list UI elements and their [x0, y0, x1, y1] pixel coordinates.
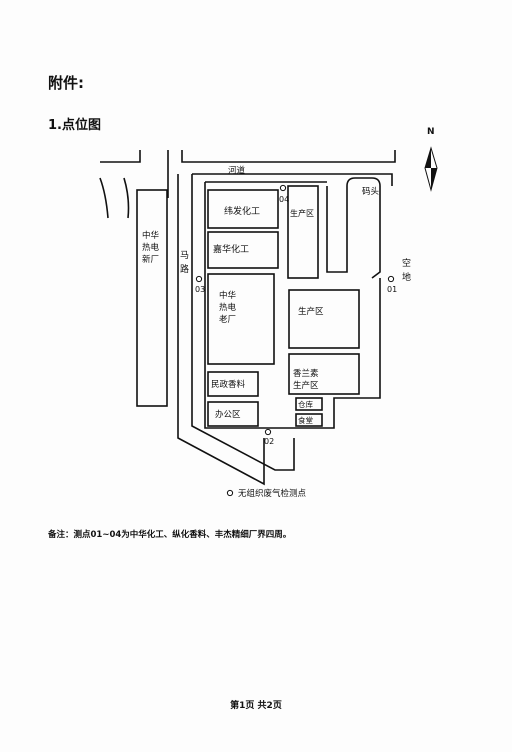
legend-marker	[226, 489, 234, 497]
north-arrow-icon	[424, 146, 438, 192]
point-02-label: 02	[264, 437, 274, 446]
warehouse-building	[295, 397, 323, 411]
weifa-label: 纬发化工	[224, 205, 260, 217]
minzheng-building	[207, 371, 259, 397]
old-plant-label-1: 中华	[219, 290, 237, 301]
section-title: 1.点位图	[48, 118, 101, 133]
new-plant-label-2: 热电	[142, 242, 160, 253]
production-area-1	[287, 185, 319, 279]
weifa-building	[207, 189, 279, 229]
river-label: 河道	[228, 165, 246, 176]
point-01-marker	[387, 275, 395, 283]
canteen-label: 食堂	[298, 415, 313, 425]
dock-label: 码头	[362, 186, 380, 197]
new-plant-label-1: 中华	[142, 230, 160, 241]
production-2-label: 生产区	[298, 306, 324, 317]
minzheng-label: 民政香料	[211, 379, 246, 390]
old-plant-building	[207, 273, 275, 365]
office-label: 办公区	[215, 409, 241, 420]
old-plant-label-2: 热电	[219, 302, 237, 313]
canteen-building	[295, 413, 323, 427]
warehouse-label: 仓库	[298, 399, 313, 409]
legend-label: 无组织废气检测点	[238, 488, 307, 499]
xianglansu-label-2: 生产区	[293, 380, 319, 391]
point-04-label: 04	[279, 195, 289, 204]
page-footer: 第1页 共2页	[230, 701, 282, 711]
attachment-label: 附件:	[48, 74, 84, 92]
open-land-label-2: 地	[402, 271, 411, 283]
road-label-2: 路	[180, 263, 189, 275]
xianglansu-building	[288, 353, 360, 395]
point-03-label: 03	[195, 285, 205, 294]
new-plant-building	[136, 189, 168, 407]
road-label-1: 马	[180, 250, 189, 261]
office-building	[207, 401, 259, 427]
production-1-label: 生产区	[290, 208, 314, 218]
new-plant-label-3: 新厂	[142, 254, 159, 265]
point-03-marker	[195, 275, 203, 283]
north-label: N	[427, 127, 435, 137]
production-area-2	[288, 289, 360, 349]
point-02-marker	[264, 428, 272, 436]
open-land-label-1: 空	[402, 257, 411, 269]
jiahua-building	[207, 231, 279, 269]
point-04-marker	[279, 184, 287, 192]
old-plant-label-3: 老厂	[219, 314, 236, 325]
jiahua-label: 嘉华化工	[213, 243, 249, 255]
note-text: 备注：测点01~04为中华化工、纵化香料、丰杰精细厂界四周。	[48, 530, 292, 540]
point-01-label: 01	[387, 285, 397, 294]
xianglansu-label-1: 香兰素	[293, 368, 319, 379]
